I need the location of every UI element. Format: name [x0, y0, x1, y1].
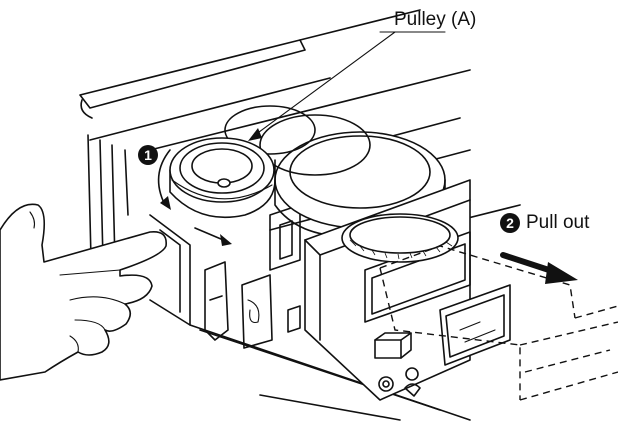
step-2-badge: 2	[500, 213, 520, 233]
hand-illustration	[0, 203, 167, 381]
step-1-badge: 1	[138, 145, 158, 165]
pullout-tray	[379, 245, 618, 401]
pulley-a	[169, 137, 276, 219]
pulley-label: Pulley (A)	[394, 10, 476, 29]
pulley-leader	[248, 31, 446, 141]
shaft-arrow-icon	[194, 227, 232, 246]
step-2-label: 2 Pull out	[500, 213, 589, 233]
rotation-arrow-icon	[157, 149, 171, 210]
pulley-label-text: Pulley (A)	[394, 9, 477, 30]
pull-arrow-icon	[500, 252, 578, 284]
step-1-marker: 1	[138, 145, 164, 165]
step-2-text: Pull out	[526, 212, 590, 234]
